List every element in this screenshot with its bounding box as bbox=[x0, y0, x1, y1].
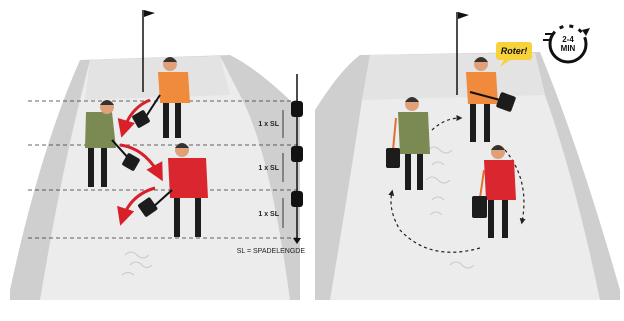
right-panel: Roter! 2-4 MIN bbox=[315, 12, 620, 300]
interval-label: 1 x SL bbox=[258, 165, 279, 172]
interval-label: 1 x SL bbox=[258, 121, 279, 128]
interval-label: 1 x SL bbox=[258, 211, 279, 218]
legend-text: SL = SPADELENGDE bbox=[237, 248, 306, 255]
speech-bubble-text: Roter! bbox=[501, 46, 528, 56]
timer-minutes-range: 2-4 bbox=[562, 35, 574, 44]
left-panel: 1 x SL 1 x SL 1 x SL SL = SPADELENGDE bbox=[10, 10, 305, 300]
timer-unit: MIN bbox=[561, 44, 576, 53]
